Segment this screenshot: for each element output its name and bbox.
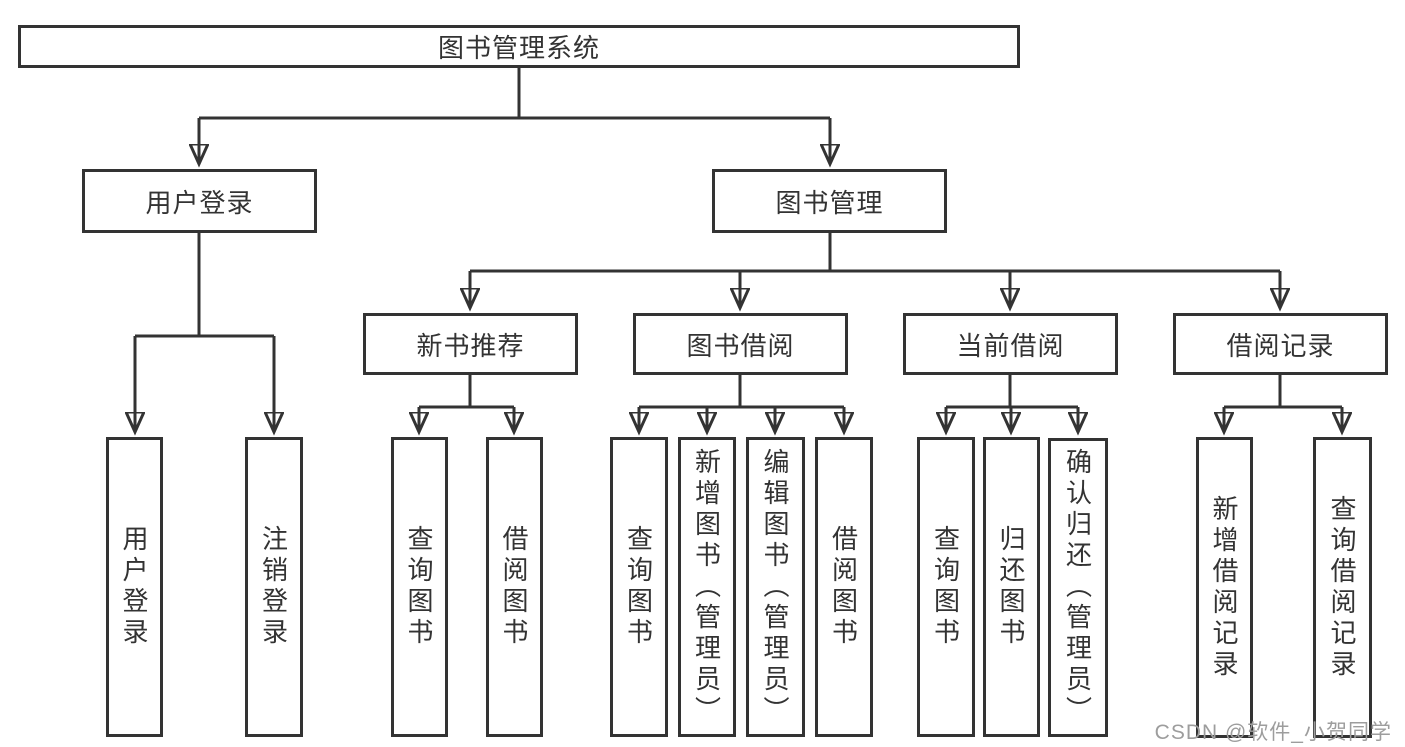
leaf-borrow-books: 借阅图书	[815, 437, 873, 737]
connector-new-book-recommend	[419, 375, 514, 432]
node-book-management-label: 图书管理	[775, 187, 884, 218]
leaf-add-books-admin-label: 新增图书（管理员）	[691, 447, 722, 727]
leaf-borrow-query-books-label: 查询图书	[623, 525, 654, 649]
csdn-watermark: CSDN @软件_小贺同学	[1154, 721, 1392, 744]
node-borrow-records-label: 借阅记录	[1226, 330, 1335, 361]
node-book-management: 图书管理	[712, 169, 947, 233]
connector-user-login	[135, 233, 274, 432]
node-borrow-records: 借阅记录	[1173, 313, 1388, 375]
leaf-confirm-return-admin: 确认归还（管理员）	[1048, 438, 1108, 737]
node-current-borrow: 当前借阅	[903, 313, 1118, 375]
connector-root	[199, 68, 830, 164]
leaf-query-borrow-record: 查询借阅记录	[1313, 437, 1372, 738]
leaf-edit-books-admin: 编辑图书（管理员）	[746, 437, 805, 737]
leaf-user-login: 用户登录	[106, 437, 163, 737]
leaf-logout: 注销登录	[245, 437, 303, 737]
leaf-borrow-books-label: 借阅图书	[828, 525, 859, 649]
leaf-user-login-label: 用户登录	[119, 525, 149, 649]
leaf-add-borrow-record-label: 新增借阅记录	[1209, 494, 1239, 681]
leaf-add-books-admin: 新增图书（管理员）	[678, 437, 736, 737]
leaf-current-query-books: 查询图书	[917, 437, 975, 737]
leaf-query-borrow-record-label: 查询借阅记录	[1327, 494, 1357, 681]
node-new-book-recommend-label: 新书推荐	[416, 330, 525, 361]
leaf-edit-books-admin-label: 编辑图书（管理员）	[760, 447, 790, 727]
node-book-borrow: 图书借阅	[633, 313, 848, 375]
node-user-login-label: 用户登录	[145, 187, 254, 218]
leaf-return-books-label: 归还图书	[996, 525, 1026, 649]
connector-book-borrow	[639, 375, 844, 432]
connector-borrow-records	[1224, 375, 1342, 432]
leaf-recommend-borrow-books-label: 借阅图书	[499, 525, 529, 649]
leaf-current-query-books-label: 查询图书	[930, 525, 961, 649]
node-root: 图书管理系统	[18, 25, 1020, 68]
leaf-borrow-query-books: 查询图书	[610, 437, 668, 737]
node-current-borrow-label: 当前借阅	[956, 330, 1065, 361]
leaf-confirm-return-admin-label: 确认归还（管理员）	[1062, 448, 1093, 727]
leaf-logout-label: 注销登录	[258, 525, 289, 649]
leaf-recommend-query-books-label: 查询图书	[404, 525, 434, 649]
node-new-book-recommend: 新书推荐	[363, 313, 578, 375]
node-book-borrow-label: 图书借阅	[686, 330, 795, 361]
connector-current-borrow	[946, 375, 1078, 432]
leaf-recommend-query-books: 查询图书	[391, 437, 448, 737]
leaf-add-borrow-record: 新增借阅记录	[1196, 437, 1253, 738]
node-user-login: 用户登录	[82, 169, 317, 233]
leaf-return-books: 归还图书	[983, 437, 1040, 737]
node-root-label: 图书管理系统	[437, 33, 600, 63]
connector-book-management	[470, 233, 1280, 308]
leaf-recommend-borrow-books: 借阅图书	[486, 437, 543, 737]
